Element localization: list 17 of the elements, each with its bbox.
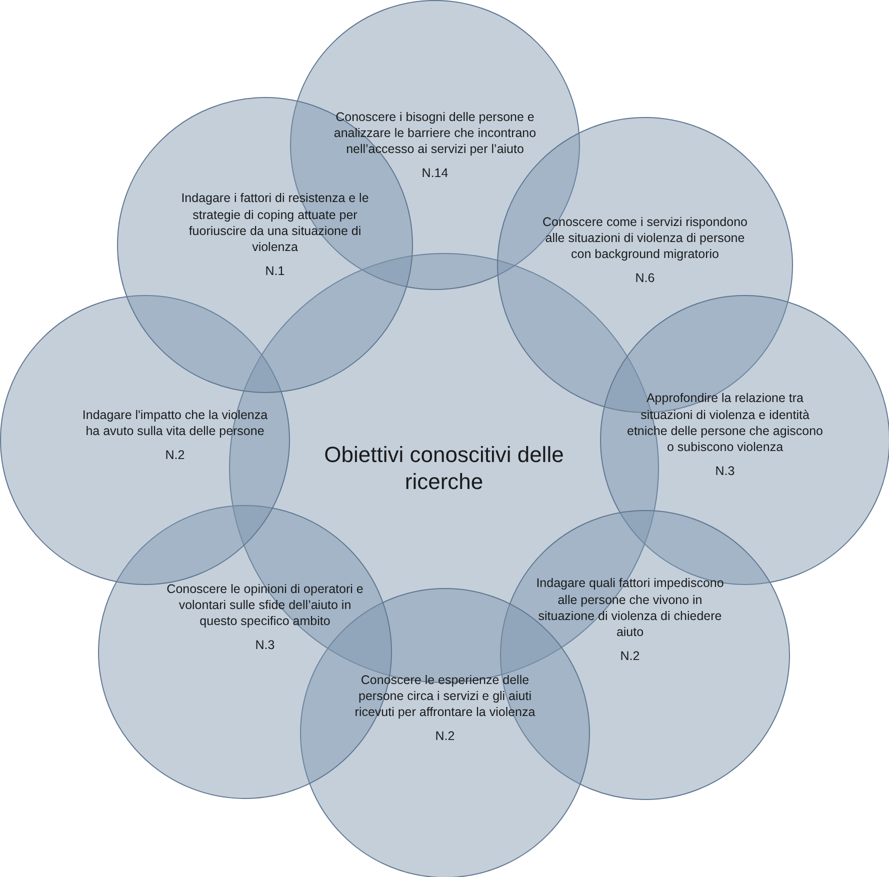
count-label: N.6 (635, 270, 655, 286)
count-label: N.2 (435, 728, 455, 744)
objective-text: Conoscere le opinioni di operatori e volontari sulle sfide dell’aiuto in questo specifico ambito (166, 580, 364, 630)
objective-text: Conoscere le esperienze delle persone circa i servizi e gli aiuti ricevuti per affrontare la violenza (354, 672, 536, 720)
objective-text: Indagare quali fattori impediscono alle persone che vivono in situazione di violenza di chiedere aiuto (535, 575, 725, 640)
count-label: N.2 (165, 447, 185, 464)
center-title: Obiettivi conoscitivi delle ricerche (323, 440, 565, 496)
objective-text: Conoscere i bisogni delle persone e analizzare le barriere che incontrano nell’accesso ai servizi per l’aiuto (332, 108, 538, 158)
count-label: N.14 (422, 165, 448, 182)
count-label: N.3 (715, 463, 735, 480)
count-label: N.1 (265, 263, 285, 280)
count-label: N.3 (255, 637, 275, 654)
objective-text: Indagare l'impatto che la violenza ha avuto sulla vita delle persone (81, 406, 269, 440)
objective-text: Approfondire la relazione tra situazioni di violenza e identità etniche delle persone che agiscono o subiscono violenza (626, 390, 824, 456)
objective-text: Conoscere come i servizi rispondono alle situazioni di violenza di persone con background migratorio (542, 214, 748, 262)
count-label: N.2 (620, 648, 640, 665)
objective-text: Indagare i fattori di resistenza e le strategie di coping attuate per fuoriuscire da una situazione di violenza (180, 190, 370, 256)
